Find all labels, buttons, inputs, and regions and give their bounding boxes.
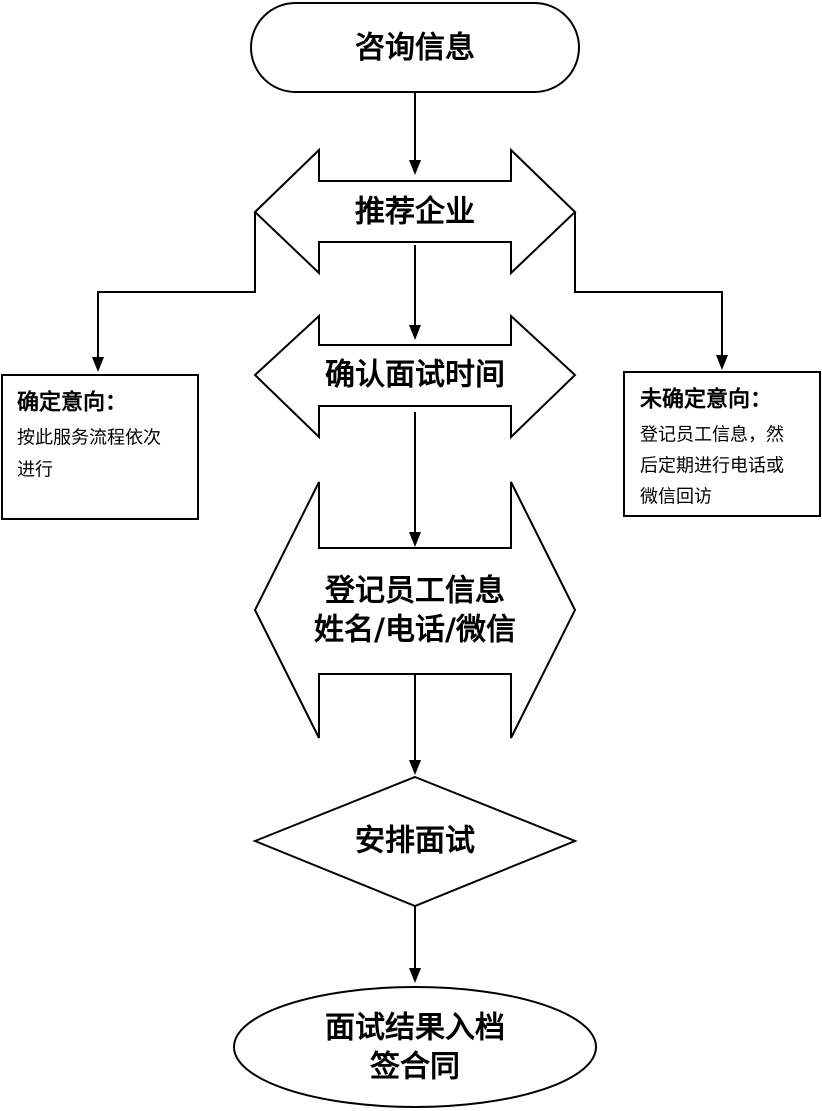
confirmed-note-box — [1, 374, 199, 520]
unconfirmed-note-line2: 后定期进行电话或 — [640, 456, 784, 477]
confirmed-note-line1: 按此服务流程依次 — [17, 428, 161, 449]
arrowhead-result — [409, 968, 421, 983]
unconfirmed-note-box — [623, 371, 821, 517]
unconfirmed-note-title: 未确定意向： — [640, 387, 772, 413]
arrowhead-confirmed-note — [92, 357, 104, 372]
start-terminator-label: 咨询信息 — [355, 31, 475, 66]
recommend-label: 推荐企业 — [355, 195, 475, 230]
connector-branch-left — [97, 212, 256, 357]
confirmed-note-line2: 进行 — [17, 460, 53, 481]
arrowhead-unconfirmed-note — [716, 355, 728, 370]
end-terminator-label-line2: 签合同 — [370, 1050, 460, 1085]
end-terminator-label-line1: 面试结果入档 — [325, 1011, 505, 1046]
register-shape — [253, 481, 577, 739]
arrowhead-recommend — [409, 160, 421, 175]
arrowhead-register — [409, 532, 421, 547]
unconfirmed-note-line3: 微信回访 — [640, 487, 712, 508]
arrowhead-arrange — [409, 760, 421, 775]
register-label-line2: 姓名/电话/微信 — [314, 613, 516, 648]
unconfirmed-note-line1: 登记员工信息，然 — [640, 425, 784, 446]
arrange-label: 安排面试 — [355, 824, 475, 859]
confirmed-note-title: 确定意向： — [17, 390, 127, 416]
confirm-time-double-arrow-shape — [253, 313, 577, 440]
confirm-time-label: 确认面试时间 — [325, 358, 505, 393]
connector-branch-right — [574, 212, 723, 355]
end-terminator-shape — [233, 986, 597, 1108]
register-label-line1: 登记员工信息 — [324, 574, 505, 609]
arrowhead-confirm-time — [409, 325, 421, 340]
